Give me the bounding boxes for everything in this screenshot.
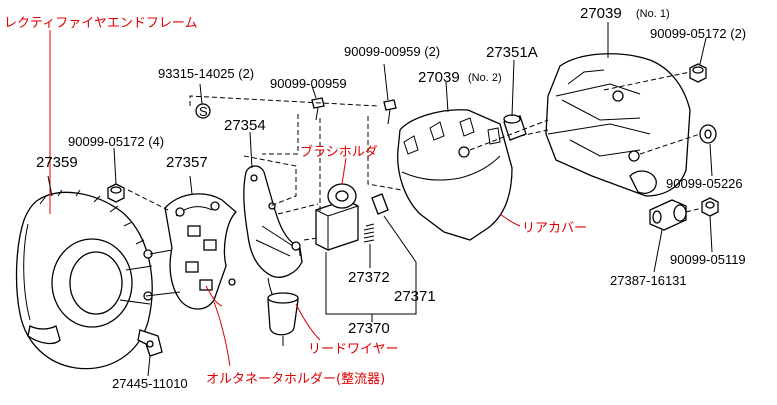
label-90099-00959: 90099-00959 — [270, 76, 347, 91]
rectifier-end-frame-drawing — [15, 189, 153, 370]
label-27357: 27357 — [166, 154, 208, 171]
label-27354: 27354 — [224, 117, 266, 134]
label-27351a: 27351A — [486, 44, 538, 61]
rectifier-holder-drawing — [145, 193, 237, 310]
nut-05172-right-drawing — [689, 63, 707, 83]
bolt-00959-drawing — [383, 99, 397, 125]
label-27371: 27371 — [394, 288, 436, 305]
label-90099-05172-2: 90099-05172 (2) — [650, 26, 746, 41]
small-clip-drawing — [137, 329, 163, 357]
label-27372: 27372 — [348, 269, 390, 286]
label-27387-16131: 27387-16131 — [610, 273, 687, 288]
label-27445-11010: 27445-11010 — [112, 376, 188, 391]
spring-drawing — [363, 223, 375, 243]
rear-cover-no2-drawing — [397, 109, 513, 241]
stud-drawing — [503, 114, 527, 141]
washer-05226-drawing — [699, 124, 717, 144]
callout-lead-wire: リードワイヤー — [308, 342, 399, 357]
label-27039-no2-note: (No. 2) — [468, 72, 502, 84]
label-27039-no1: 27039 — [580, 5, 622, 22]
nut-05119-drawing — [701, 197, 719, 217]
label-90099-00959-2: 90099-00959 (2) — [344, 44, 440, 59]
label-27370: 27370 — [348, 320, 390, 337]
nut-05172-left-drawing — [107, 183, 125, 203]
brush-holder-drawing — [315, 183, 359, 251]
snap-ring-symbol: S — [195, 103, 211, 119]
label-90099-05226: 90099-05226 — [666, 176, 743, 191]
label-27039-no2: 27039 — [418, 69, 460, 86]
rear-cover-no1-drawing — [545, 53, 691, 197]
small-bolt-drawing — [311, 97, 325, 121]
callout-alternator-holder: オルタネータホルダー(整流器) — [206, 372, 385, 387]
brush-drawing — [371, 193, 389, 215]
label-90099-05172-4: 90099-05172 (4) — [68, 134, 164, 149]
terminal-plate-drawing — [243, 165, 303, 315]
callout-rectifier-end-frame: レクティファイヤエンドフレーム — [4, 16, 197, 31]
lead-wire-connector-drawing — [267, 292, 299, 346]
label-93315-14025: 93315-14025 (2) — [158, 66, 254, 81]
label-90099-05119: 90099-05119 — [670, 252, 746, 267]
label-27039-no1-note: (No. 1) — [636, 8, 670, 20]
leader-lines — [47, 22, 713, 377]
callout-rear-cover: リアカバー — [522, 221, 587, 236]
snap-ring-letter: S — [199, 104, 208, 119]
label-27359: 27359 — [36, 154, 78, 171]
insulator-drawing — [649, 199, 687, 231]
callout-brush-holder: ブラシホルダ — [300, 144, 378, 160]
